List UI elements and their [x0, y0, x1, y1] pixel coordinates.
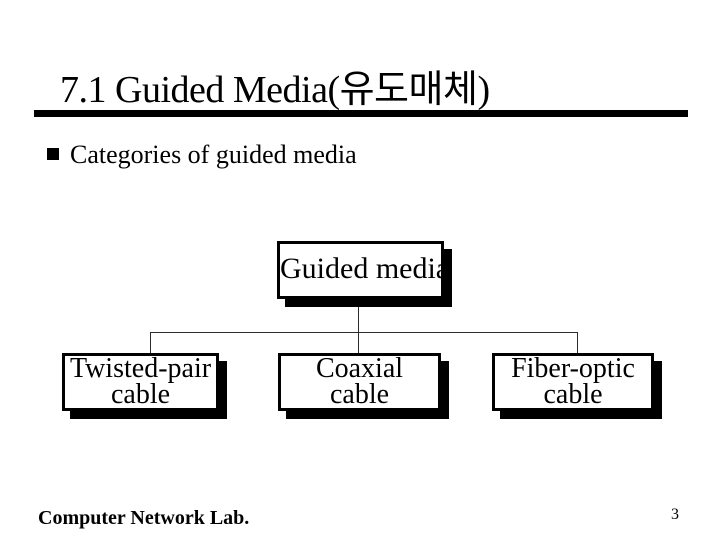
node-coaxial-line2: cable [329, 379, 390, 410]
node-fiber-optic-line1: Fiber-optic [511, 353, 635, 384]
node-coaxial-line1: Coaxial [315, 353, 404, 384]
node-twisted-pair-line2: cable [110, 379, 171, 410]
connector-middle-drop [358, 333, 359, 354]
title-underline-rule [34, 110, 688, 117]
bullet-text: Categories of guided media [70, 140, 357, 169]
page-number: 3 [671, 506, 679, 523]
node-fiber-optic-line2: cable [543, 379, 603, 410]
connector-root-vertical [358, 306, 359, 332]
bullet-square-icon [47, 148, 59, 160]
node-fiber-optic-cable: Fiber-optic cable [492, 353, 654, 411]
connector-horizontal-bus [150, 332, 578, 333]
node-twisted-pair-line1: Twisted-pair [69, 353, 212, 384]
connector-left-drop [150, 333, 151, 354]
node-twisted-pair-cable: Twisted-pair cable [62, 353, 219, 411]
node-guided-media: Guided media [277, 241, 449, 299]
node-guided-media-label: Guided media [280, 252, 450, 285]
slide-title: 7.1 Guided Media(유도매체) [60, 69, 490, 111]
node-coaxial-cable: Coaxial cable [278, 353, 441, 411]
footer-label: Computer Network Lab. [38, 507, 250, 529]
connector-right-drop [577, 333, 578, 354]
